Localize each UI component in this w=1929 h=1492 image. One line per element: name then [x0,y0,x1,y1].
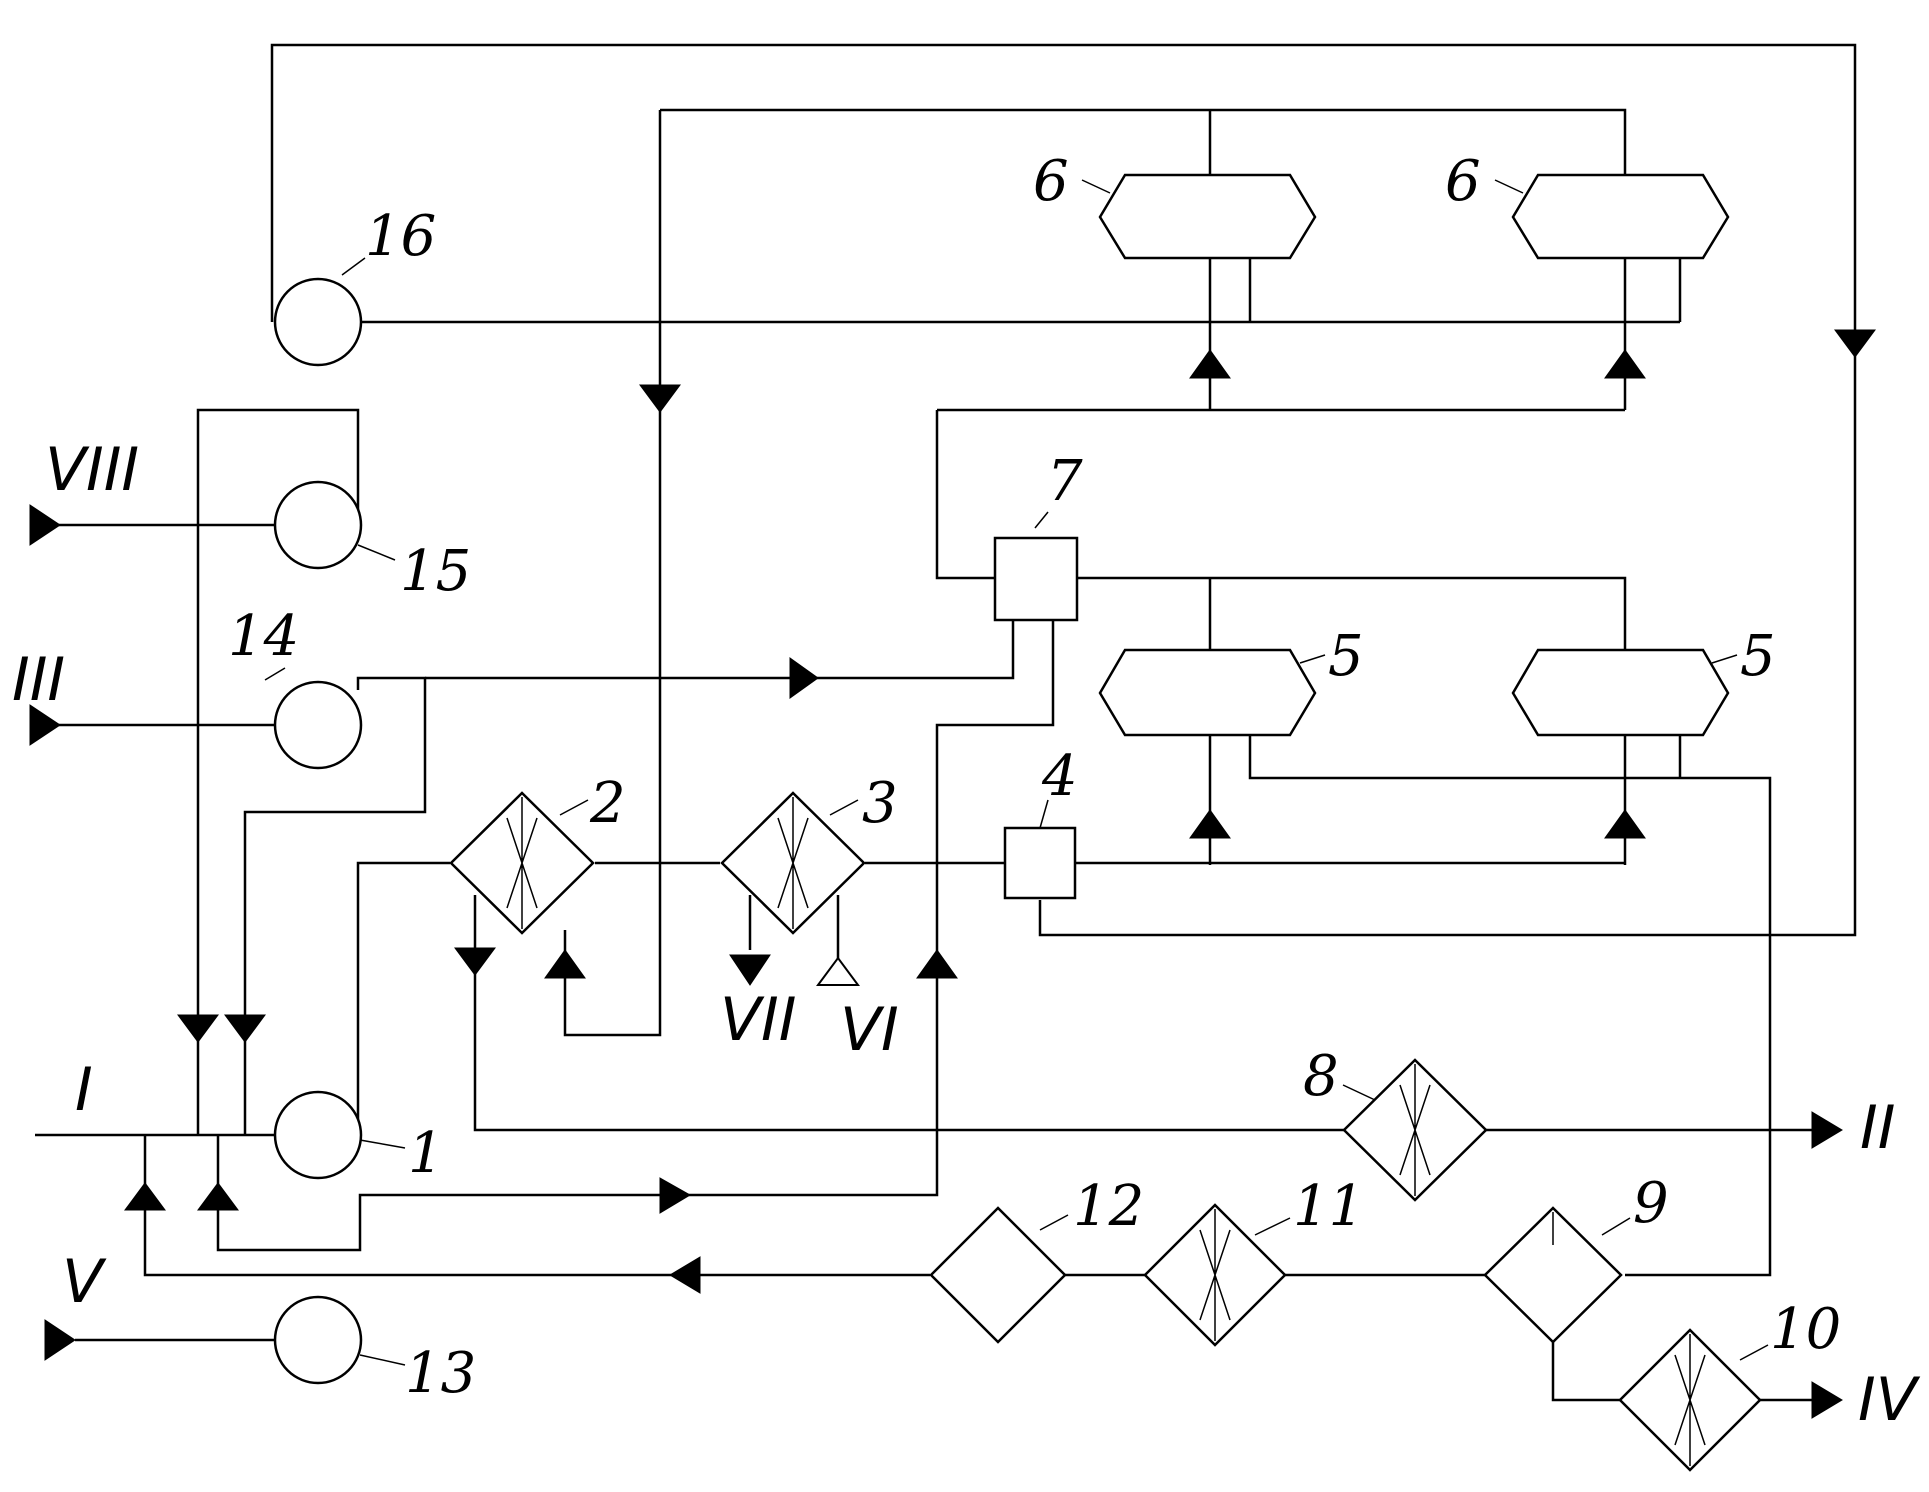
stream-VI: VI [840,995,899,1065]
pump-15 [273,480,363,570]
reactor-6-right [1511,173,1730,260]
label-9: 9 [1633,1171,1669,1236]
label-8: 8 [1303,1044,1339,1109]
reactor-5-right [1511,648,1730,737]
label-13: 13 [405,1341,476,1406]
reactor-6-left [1098,173,1317,260]
label-7: 7 [1047,449,1083,514]
pipe-lines [35,43,1857,1402]
label-5-left: 5 [1328,624,1364,689]
label-6-left: 6 [1033,149,1069,214]
unit-4 [1003,826,1077,900]
reactor-5-left [1098,648,1317,737]
label-1: 1 [408,1121,444,1186]
stream-V: V [62,1247,107,1317]
stream-I: I [75,1055,93,1125]
vessel-12 [929,1206,1067,1344]
label-14: 14 [228,604,299,669]
pump-14 [273,680,363,770]
pump-16 [273,277,363,367]
flow-arrows [29,329,1876,1419]
stream-VIII: VIII [45,435,139,505]
leader-lines [264,179,1769,1366]
heat-exchanger-10 [1618,1328,1762,1472]
label-3: 3 [862,771,898,836]
label-12: 12 [1073,1174,1144,1239]
heat-exchanger-8 [1342,1058,1488,1202]
label-5-right: 5 [1740,624,1776,689]
separator-9 [1483,1206,1623,1344]
pump-1 [273,1090,363,1180]
label-11: 11 [1293,1174,1364,1239]
pump-13 [273,1295,363,1385]
heat-exchanger-3 [720,791,866,935]
stream-IV: IV [1858,1365,1921,1435]
label-15: 15 [400,539,471,604]
label-2: 2 [589,771,626,836]
stream-VII: VII [720,985,796,1055]
label-16: 16 [365,204,436,269]
label-4: 4 [1041,744,1078,809]
heat-exchanger-11 [1143,1203,1287,1347]
heat-exchanger-2 [449,791,595,935]
label-6-right: 6 [1445,149,1481,214]
stream-II: II [1860,1093,1895,1163]
unit-7 [993,536,1079,622]
stream-III: III [12,645,65,715]
label-10: 10 [1770,1297,1841,1362]
